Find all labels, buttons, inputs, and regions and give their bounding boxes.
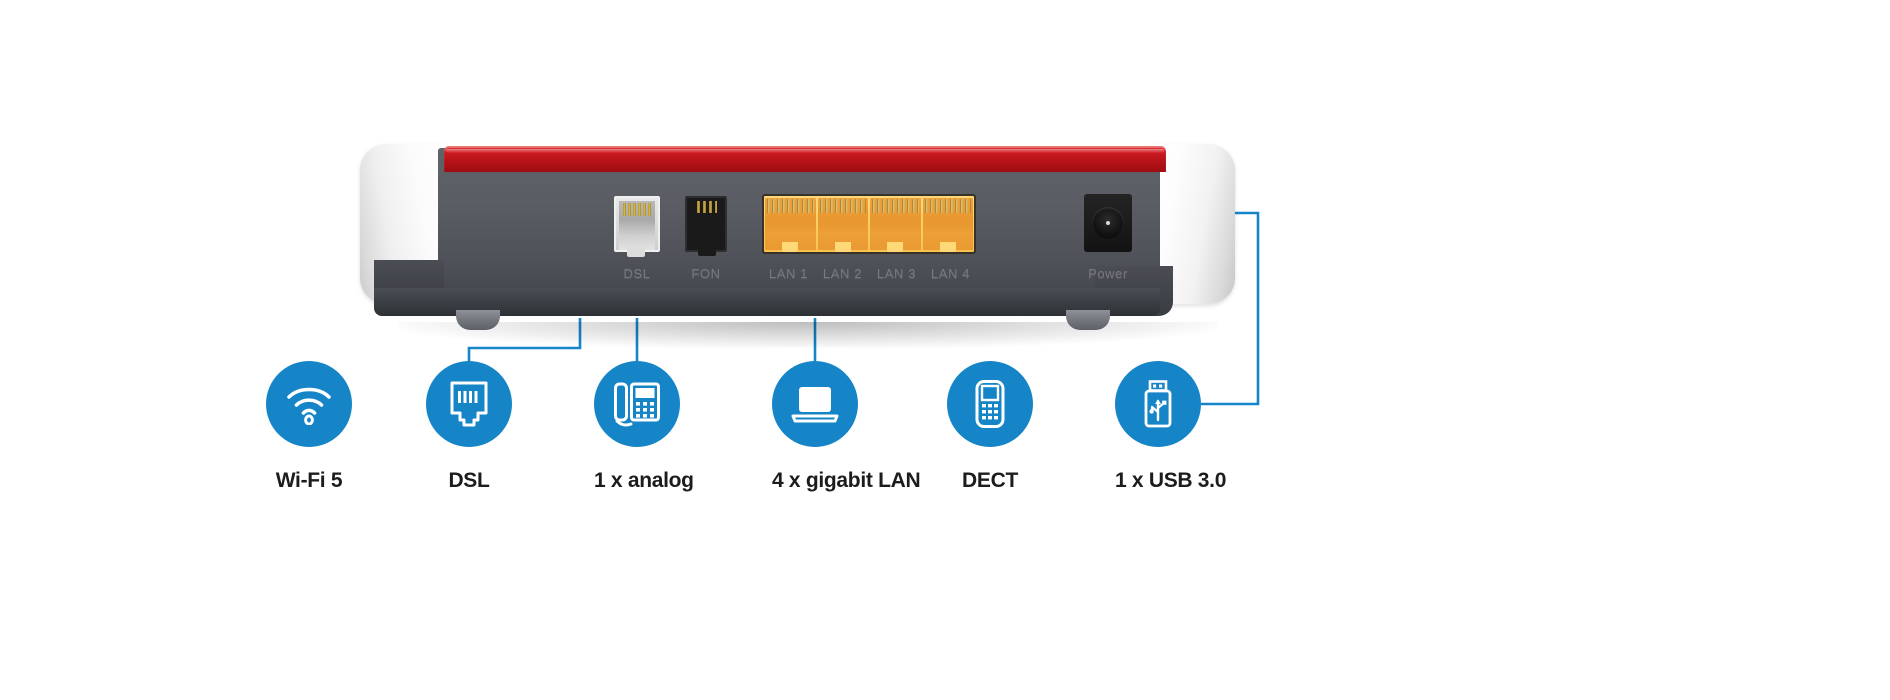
- port-power-hole: [1092, 207, 1124, 239]
- router-port-row: DSL FON: [438, 148, 1160, 308]
- port-dsl: [614, 196, 660, 257]
- feature-lan-circle: [772, 361, 858, 447]
- feature-dsl-circle: [426, 361, 512, 447]
- port-lan-2-tab: [834, 242, 851, 252]
- feature-label-dect: DECT: [962, 469, 1018, 492]
- dect-handset-icon: [973, 379, 1007, 429]
- port-dsl-inner: [619, 201, 655, 250]
- port-label-power: Power: [1088, 266, 1128, 281]
- feature-label-analog: 1 x analog: [594, 469, 694, 492]
- feature-usb: 1 x USB 3.0: [1115, 361, 1227, 493]
- router-red-top-strip: [444, 146, 1166, 172]
- port-label-lan-4: LAN 4: [930, 266, 971, 281]
- feature-analog-circle: [594, 361, 680, 447]
- port-lan-4-tab: [939, 242, 956, 252]
- port-fon-tab: [698, 248, 716, 256]
- feature-wifi: Wi-Fi 5: [266, 361, 352, 493]
- port-lan-2: [817, 198, 868, 252]
- port-dsl-tab: [627, 248, 645, 257]
- port-lan-1-pins: [767, 199, 814, 213]
- port-lan-3: [870, 198, 921, 252]
- router-foot-right: [1066, 310, 1110, 330]
- feature-dect: DECT: [947, 361, 1033, 493]
- rj45-connector-icon: [448, 380, 490, 428]
- port-lan-2-pins: [819, 199, 866, 213]
- feature-usb-circle: [1115, 361, 1201, 447]
- feature-lan: 4 x gigabit LAN: [772, 361, 921, 493]
- port-label-lan-1: LAN 1: [768, 266, 809, 281]
- port-lan-1-tab: [782, 242, 799, 252]
- feature-dect-circle: [947, 361, 1033, 447]
- port-label-dsl: DSL: [623, 266, 651, 281]
- desk-phone-icon: [612, 380, 662, 428]
- feature-label-usb: 1 x USB 3.0: [1115, 469, 1227, 492]
- port-label-lan-2: LAN 2: [822, 266, 863, 281]
- feature-label-dsl: DSL: [448, 469, 490, 492]
- port-lan-1: [765, 198, 816, 252]
- wifi-icon: [285, 383, 333, 425]
- port-label-lan-3: LAN 3: [876, 266, 917, 281]
- port-fon-pins: [697, 201, 717, 213]
- laptop-icon: [789, 383, 841, 425]
- feature-label-lan: 4 x gigabit LAN: [772, 469, 921, 492]
- port-label-fon: FON: [691, 266, 721, 281]
- feature-label-wifi: Wi-Fi 5: [275, 469, 343, 492]
- port-power: [1084, 194, 1132, 252]
- usb-flash-drive-icon: [1140, 379, 1176, 429]
- port-lan-4-pins: [924, 199, 971, 213]
- port-lan-3-pins: [872, 199, 919, 213]
- port-lan-4: [922, 198, 973, 252]
- router-foot-left: [456, 310, 500, 330]
- feature-wifi-circle: [266, 361, 352, 447]
- feature-dsl: DSL: [426, 361, 512, 493]
- port-dsl-pins: [623, 203, 651, 216]
- port-fon: [685, 196, 727, 256]
- router-underside: [374, 288, 1160, 316]
- port-power-pin: [1106, 221, 1110, 225]
- router-device: DSL FON: [360, 138, 1235, 330]
- port-lan-3-tab: [887, 242, 904, 252]
- feature-analog: 1 x analog: [594, 361, 694, 493]
- port-group-lan: [762, 194, 976, 254]
